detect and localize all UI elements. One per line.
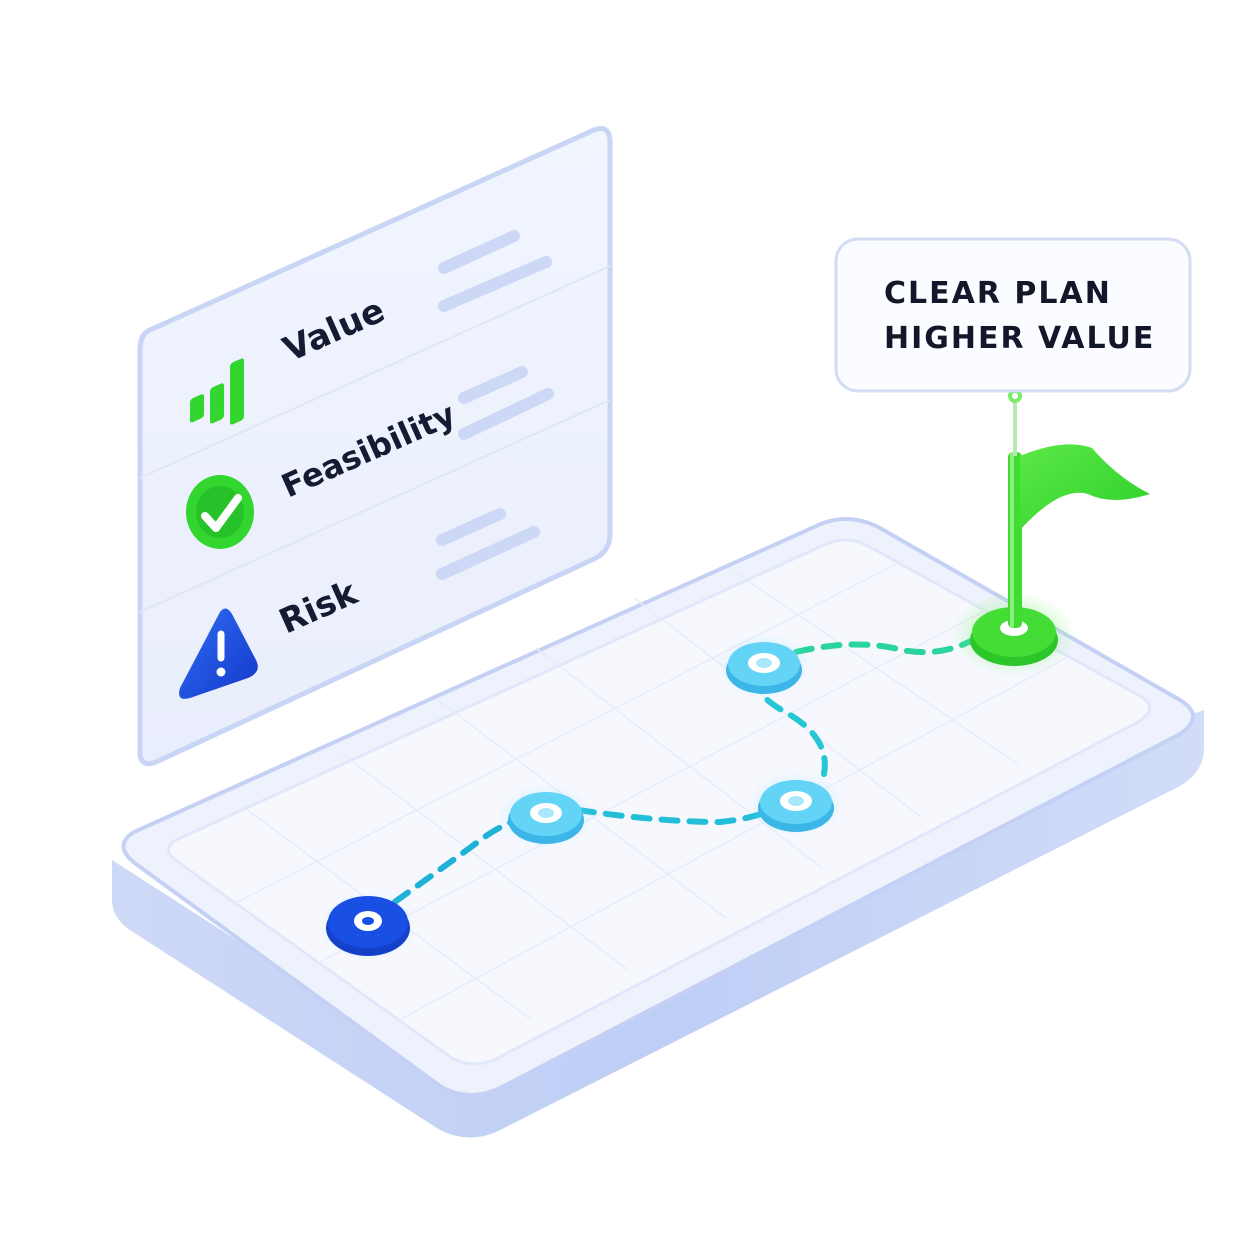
warning-triangle-icon — [179, 608, 258, 699]
placeholder-lines — [436, 230, 554, 580]
callout-box: CLEAR PLAN HIGHER VALUE — [834, 237, 1192, 393]
callout-line-2: HIGHER VALUE — [884, 321, 1155, 356]
callout-connector — [1008, 389, 1022, 456]
row-divider — [139, 265, 611, 479]
check-circle-icon — [186, 475, 254, 549]
goal-node[interactable] — [952, 592, 1076, 676]
bar-chart-icon — [190, 358, 244, 425]
route-waypoint-node[interactable] — [748, 772, 844, 836]
route-waypoint-node[interactable] — [716, 634, 812, 698]
flag-icon — [1008, 444, 1150, 628]
route-start-node[interactable] — [320, 892, 416, 960]
route-waypoint-node[interactable] — [498, 784, 594, 848]
row-divider — [139, 399, 611, 613]
callout-line-1: CLEAR PLAN — [884, 276, 1112, 311]
criteria-panel: Value Feasibility Risk — [137, 126, 613, 767]
